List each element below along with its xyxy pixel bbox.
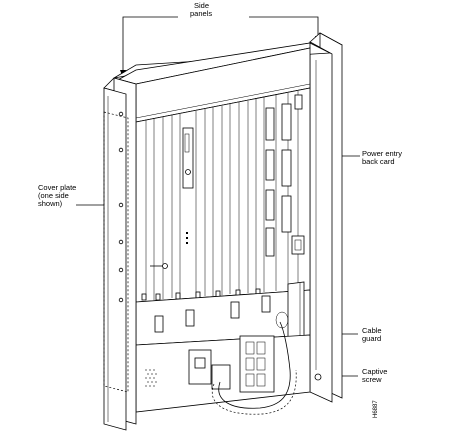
label-power-entry-line1: Power entry <box>362 149 403 158</box>
card-cage <box>135 87 311 303</box>
label-side-panels-line1: Side <box>194 1 210 10</box>
label-cover-plate-line3: shown) <box>38 199 63 208</box>
power-supply <box>135 311 311 415</box>
cover-plate <box>103 111 129 393</box>
label-side-panels-line2: panels <box>190 9 213 18</box>
label-cable-guard-line1: Cable <box>362 326 382 335</box>
label-captive-screw-line1: Captive <box>362 367 388 376</box>
label-captive-screw-line2: screw <box>362 375 382 384</box>
label-cable-guard-line2: guard <box>362 334 382 343</box>
label-cover-plate-line1: Cover plate <box>38 183 77 192</box>
right-side-panel <box>309 32 343 403</box>
figure-id: H6887 <box>373 400 379 418</box>
label-cover-plate-line2: (one side <box>38 191 69 200</box>
label-power-entry-line2: back card <box>362 157 395 166</box>
left-side-panel <box>103 77 137 431</box>
